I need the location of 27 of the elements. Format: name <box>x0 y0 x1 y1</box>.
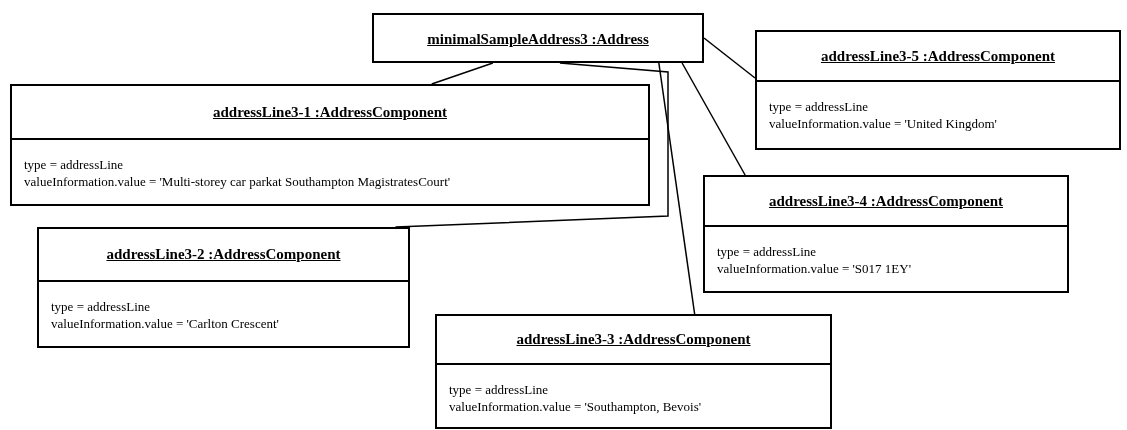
connector-line <box>431 62 494 85</box>
attribute-text: valueInformation.value = 'Southampton, Bevois' <box>449 398 702 415</box>
object-title: addressLine3-2 :AddressComponent <box>106 245 341 264</box>
object-box <box>435 314 832 429</box>
attribute-text: type = addressLine <box>24 156 124 173</box>
attribute-text: valueInformation.value = 'Carlton Crescent' <box>51 315 279 332</box>
connector-line <box>394 62 669 228</box>
object-box <box>10 84 650 206</box>
object-box <box>37 227 410 348</box>
object-box <box>372 13 704 63</box>
connector-line <box>703 37 756 79</box>
attribute-text: type = addressLine <box>717 243 817 260</box>
attribute-text: valueInformation.value = 'S017 1EY' <box>717 260 911 277</box>
attribute-text: type = addressLine <box>449 381 549 398</box>
object-title: addressLine3-3 :AddressComponent <box>516 330 751 349</box>
attribute-text: valueInformation.value = 'Multi-storey car parkat Southampton MagistratesCourt' <box>24 173 451 190</box>
object-box <box>755 30 1121 150</box>
object-title: addressLine3-1 :AddressComponent <box>212 102 448 122</box>
object-box <box>703 175 1069 293</box>
object-title: minimalSampleAddress3 :Address <box>427 29 649 49</box>
connector-line <box>658 62 696 315</box>
object-title: addressLine3-5 :AddressComponent <box>820 46 1056 66</box>
attribute-text: type = addressLine <box>51 298 151 315</box>
attribute-text: type = addressLine <box>769 98 869 115</box>
object-title: addressLine3-4 :AddressComponent <box>768 191 1004 211</box>
attribute-text: valueInformation.value = 'United Kingdom' <box>769 115 997 132</box>
connector-line <box>681 62 746 176</box>
